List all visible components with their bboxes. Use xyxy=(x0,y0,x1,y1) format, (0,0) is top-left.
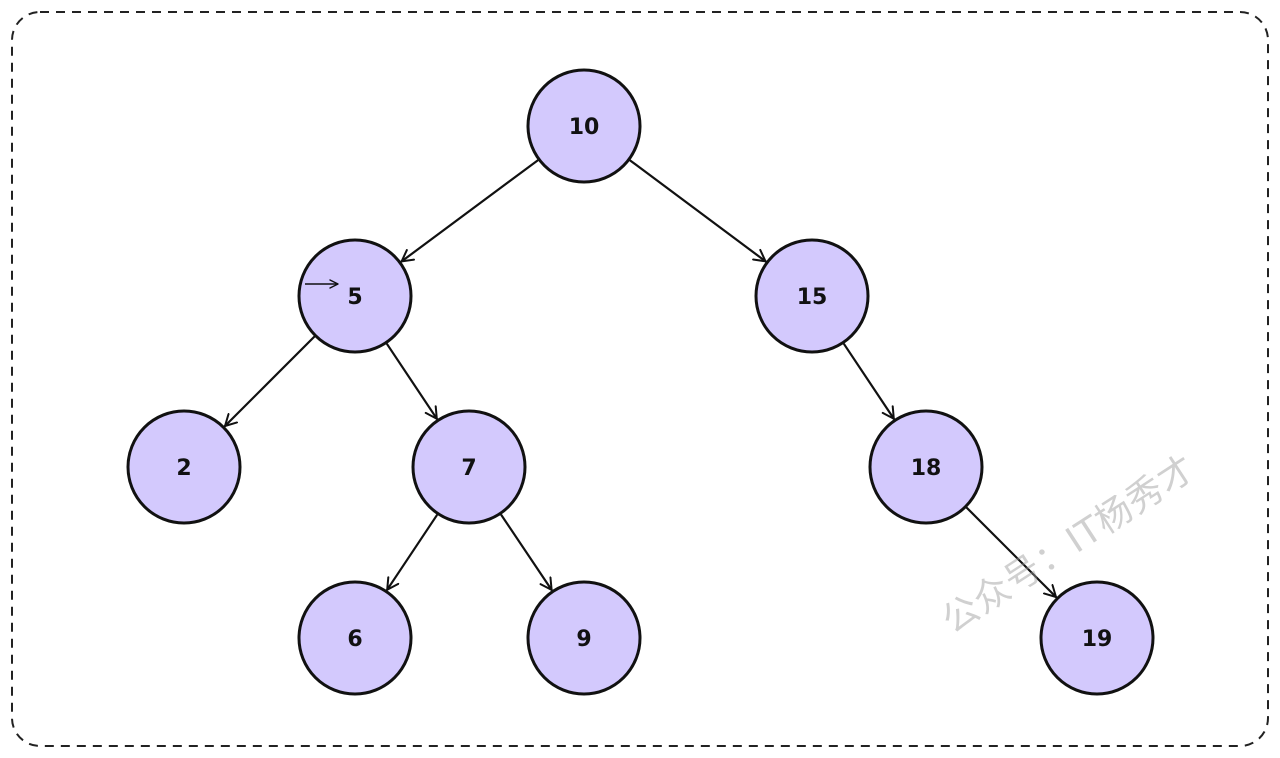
edge-5-to-2 xyxy=(223,335,316,428)
node-circle xyxy=(411,409,527,525)
node-circle xyxy=(126,409,242,525)
node-circle xyxy=(1039,580,1155,696)
edge-5-to-7 xyxy=(386,343,438,420)
dashed-frame xyxy=(11,11,1269,747)
node-label: 6 xyxy=(347,627,362,652)
node-circle xyxy=(526,68,642,184)
tree-node-18: 18 xyxy=(868,409,984,525)
edge-10-to-5 xyxy=(400,159,539,263)
nodes: 10 5 15 2 7 18 6 9 19 xyxy=(126,68,1155,696)
node-circle xyxy=(754,238,870,354)
tree-node-2: 2 xyxy=(126,409,242,525)
node-label: 9 xyxy=(576,627,591,652)
node-label: 2 xyxy=(176,456,191,481)
node-label: 7 xyxy=(461,456,476,481)
node-label: 18 xyxy=(911,456,942,481)
node-label: 19 xyxy=(1082,627,1113,652)
tree-node-9: 9 xyxy=(526,580,642,696)
edge-18-to-19 xyxy=(965,506,1058,599)
node-label: 15 xyxy=(797,285,828,310)
edges xyxy=(223,159,1058,599)
tree-node-5: 5 xyxy=(297,238,413,354)
edge-7-to-6 xyxy=(386,514,438,591)
tree-node-15: 15 xyxy=(754,238,870,354)
node-circle xyxy=(297,580,413,696)
node-label: 5 xyxy=(347,285,362,310)
tree-node-6: 6 xyxy=(297,580,413,696)
tree-node-19: 19 xyxy=(1039,580,1155,696)
node-circle xyxy=(868,409,984,525)
edge-15-to-18 xyxy=(843,343,895,420)
edge-10-to-15 xyxy=(629,159,767,263)
edge-7-to-9 xyxy=(500,513,553,592)
node-label: 10 xyxy=(569,115,600,140)
tree-node-7: 7 xyxy=(411,409,527,525)
node-circle xyxy=(526,580,642,696)
tree-node-10: 10 xyxy=(526,68,642,184)
node-circle xyxy=(297,238,413,354)
